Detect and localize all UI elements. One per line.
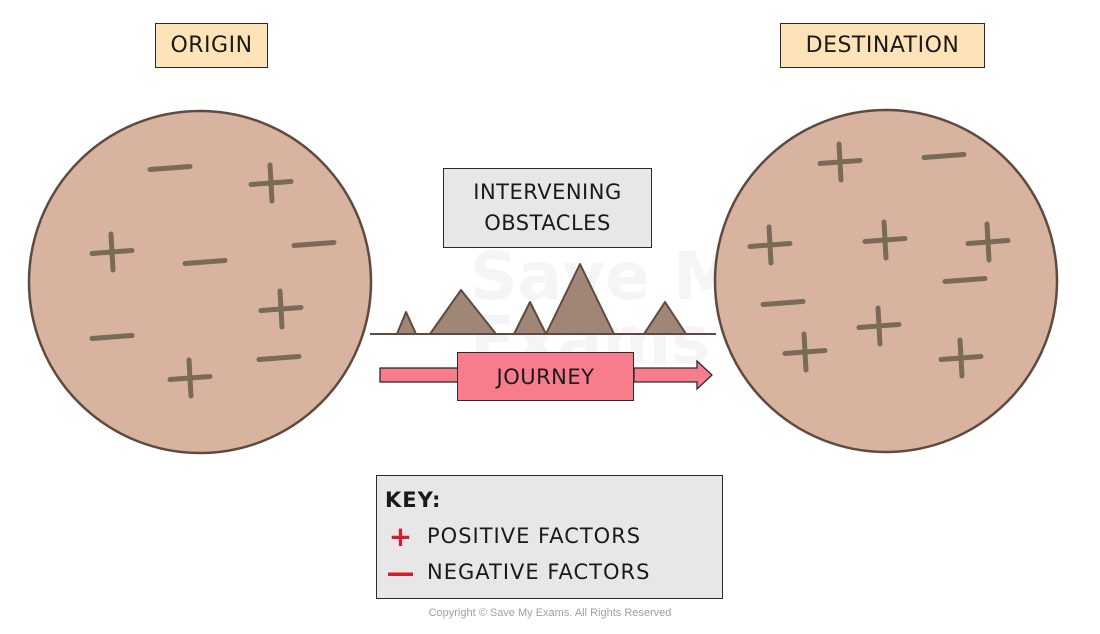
mountain bbox=[396, 311, 417, 335]
key-item-negative: — NEGATIVE FACTORS bbox=[385, 554, 714, 590]
plus-icon bbox=[938, 337, 984, 379]
destination-label-text: DESTINATION bbox=[805, 33, 960, 58]
plus-icon bbox=[747, 224, 793, 266]
plus-icon bbox=[89, 231, 135, 273]
key-legend: KEY: + POSITIVE FACTORS — NEGATIVE FACTO… bbox=[376, 475, 723, 599]
plus-icon bbox=[817, 141, 863, 183]
factor-signs bbox=[89, 141, 1011, 399]
key-title: KEY: bbox=[385, 488, 442, 512]
obstacles-label-line-2: OBSTACLES bbox=[484, 211, 611, 235]
journey-arrow bbox=[379, 359, 713, 391]
minus-icon bbox=[291, 240, 337, 248]
origin-circle bbox=[27, 109, 373, 455]
destination-circle bbox=[713, 108, 1059, 454]
minus-icon bbox=[760, 299, 806, 307]
minus-icon bbox=[256, 354, 302, 362]
minus-icon bbox=[89, 333, 135, 341]
plus-icon bbox=[782, 331, 828, 373]
minus-icon bbox=[921, 152, 967, 160]
plus-icon bbox=[965, 221, 1011, 263]
minus-icon bbox=[942, 276, 988, 284]
mountain bbox=[429, 289, 497, 335]
journey-label: JOURNEY bbox=[457, 352, 634, 401]
origin-label-text: ORIGIN bbox=[170, 33, 253, 58]
key-item-label: NEGATIVE FACTORS bbox=[427, 560, 651, 584]
mountain bbox=[643, 301, 687, 335]
minus-icon: — bbox=[386, 555, 416, 589]
plus-icon bbox=[167, 357, 213, 399]
plus-icon bbox=[248, 162, 294, 204]
journey-label-text: JOURNEY bbox=[496, 364, 595, 389]
copyright-notice: Copyright © Save My Exams. All Rights Re… bbox=[428, 607, 672, 619]
plus-icon bbox=[862, 219, 908, 261]
obstacles-label-line-1: INTERVENING bbox=[473, 179, 622, 204]
intervening-obstacle-mountains bbox=[396, 263, 687, 335]
minus-icon bbox=[147, 164, 193, 172]
journey-arrow-tail bbox=[379, 367, 459, 383]
mountain bbox=[513, 301, 547, 335]
journey-arrow-head bbox=[633, 359, 713, 391]
key-item-positive: + POSITIVE FACTORS bbox=[385, 518, 714, 554]
key-item-label: POSITIVE FACTORS bbox=[427, 524, 642, 548]
origin-label: ORIGIN bbox=[155, 23, 268, 68]
mountain bbox=[545, 263, 615, 335]
plus-icon bbox=[258, 288, 304, 330]
destination-label: DESTINATION bbox=[780, 23, 985, 68]
plus-icon bbox=[856, 305, 902, 347]
plus-icon: + bbox=[388, 519, 414, 553]
minus-icon bbox=[182, 258, 228, 266]
intervening-obstacles-label: INTERVENING OBSTACLES bbox=[443, 168, 652, 248]
